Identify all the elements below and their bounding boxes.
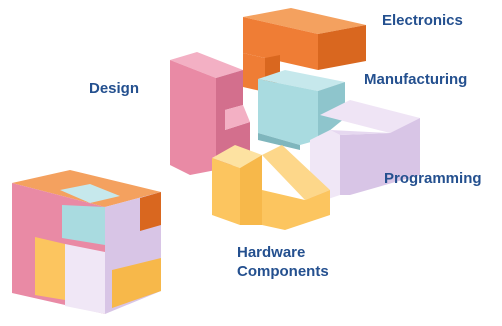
hardware-top-face xyxy=(212,145,262,168)
hardware-front-face-2 xyxy=(240,155,262,225)
programming-top-face xyxy=(320,100,420,133)
manufacturing-front-face xyxy=(258,79,318,145)
label-hardware-line2: Components xyxy=(237,263,329,280)
electronics-front-face xyxy=(243,17,318,70)
label-electronics: Electronics xyxy=(382,12,463,29)
programming-side-face xyxy=(340,118,420,195)
hardware-front-face xyxy=(212,158,240,225)
design-front-face xyxy=(170,60,216,175)
cube-front-programming xyxy=(65,244,105,314)
electronics-top-face xyxy=(243,8,366,34)
hardware-base xyxy=(262,190,330,230)
label-hardware-line1: Hardware xyxy=(237,244,306,261)
cube-front-manufacturing xyxy=(62,205,105,245)
electronics-side-face xyxy=(318,25,366,70)
label-programming: Programming xyxy=(384,170,482,187)
electronics-piece xyxy=(243,8,366,92)
cube-side-electronics xyxy=(140,192,161,231)
cube-top-inner xyxy=(60,184,120,203)
manufacturing-top-face xyxy=(258,70,345,91)
design-notch xyxy=(225,105,250,130)
hardware-piece xyxy=(212,145,330,230)
label-design: Design xyxy=(89,80,140,97)
cube-front-hardware xyxy=(35,237,65,300)
design-piece xyxy=(170,52,250,175)
design-side-face xyxy=(216,70,250,170)
hardware-top-face-2 xyxy=(262,145,330,200)
programming-inner xyxy=(330,130,390,135)
label-hardware-components: Hardware Components xyxy=(237,243,329,281)
assembled-cube xyxy=(12,170,161,314)
cube-side-hardware xyxy=(112,258,161,308)
design-top-face xyxy=(170,52,243,78)
manufacturing-bottom xyxy=(258,133,300,150)
label-manufacturing: Manufacturing xyxy=(364,71,468,88)
